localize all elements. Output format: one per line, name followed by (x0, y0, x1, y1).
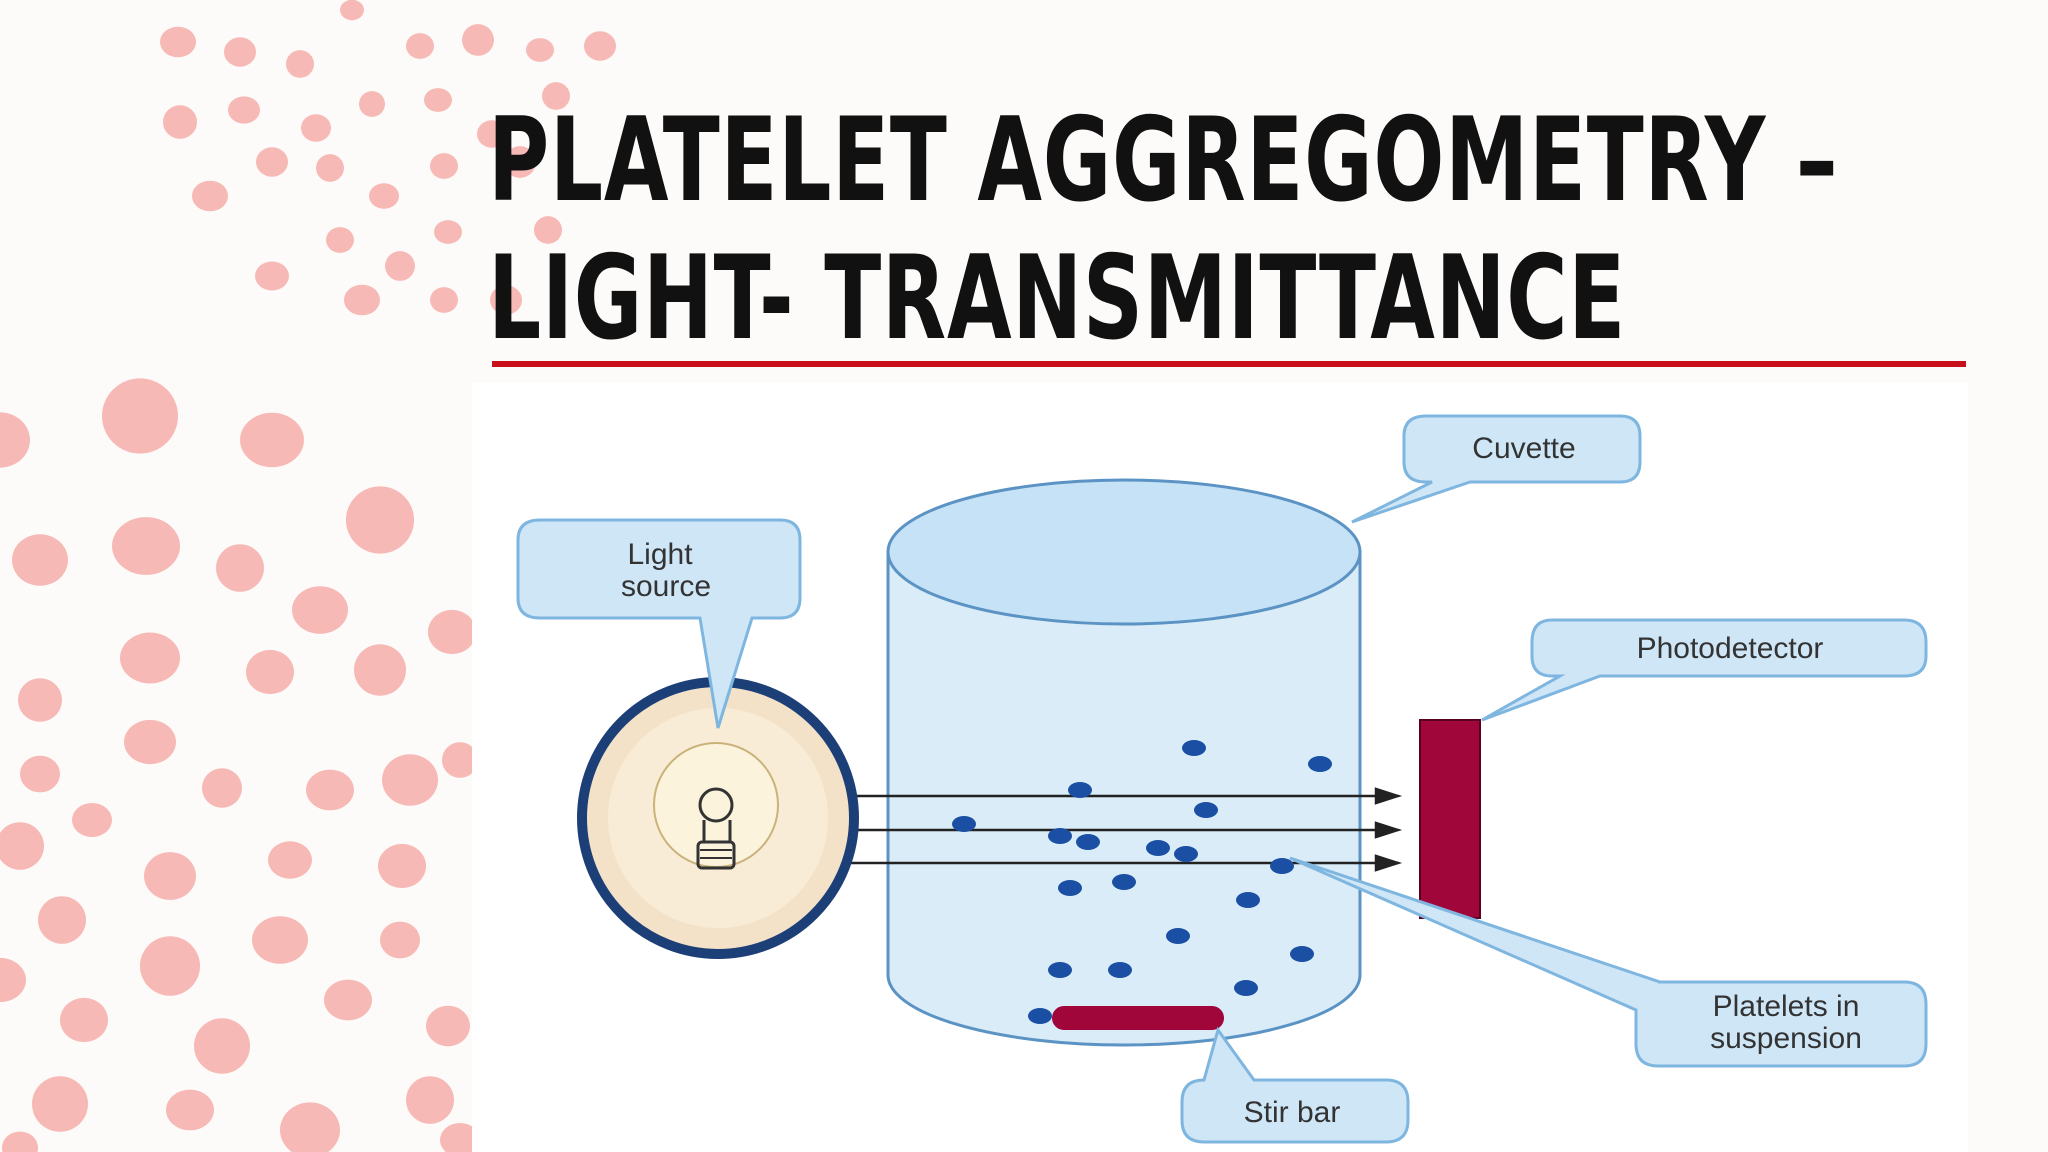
callout-photodetector: Photodetector (1481, 618, 1928, 722)
platelet (952, 816, 976, 832)
light-source-label-line-2: source (621, 570, 711, 603)
platelet (1048, 962, 1072, 978)
photodetector-label: Photodetector (1637, 632, 1824, 665)
platelet (1166, 928, 1190, 944)
photodetector (1419, 719, 1481, 919)
stir-bar (1052, 1006, 1224, 1030)
platelet (1108, 962, 1132, 978)
platelet (1068, 782, 1092, 798)
platelet (1182, 740, 1206, 756)
platelet (1308, 756, 1332, 772)
platelet (1290, 946, 1314, 962)
platelet (1076, 834, 1100, 850)
callout-cuvette: Cuvette (1351, 414, 1642, 524)
platelet (1270, 858, 1294, 874)
platelets-in-suspension (952, 740, 1332, 1024)
platelet (1236, 892, 1260, 908)
callout-platelets: Platelets in suspension (1289, 856, 1928, 1068)
platelet (1058, 880, 1082, 896)
platelets-label-line-2: suspension (1710, 1022, 1862, 1055)
platelet (1194, 802, 1218, 818)
platelet (1048, 828, 1072, 844)
platelet (1028, 1008, 1052, 1024)
platelet (1112, 874, 1136, 890)
platelets-label-line-1: Platelets in (1713, 990, 1860, 1023)
stir-bar-label: Stir bar (1244, 1096, 1341, 1129)
cuvette-label: Cuvette (1472, 432, 1575, 465)
light-source-label-line-1: Light (627, 538, 693, 571)
callout-stir-bar: Stir bar (1180, 1026, 1410, 1144)
platelet (1174, 846, 1198, 862)
title-underline (492, 361, 1966, 367)
platelet (1234, 980, 1258, 996)
callout-light-source: Light source (516, 518, 802, 729)
cuvette (886, 478, 1362, 1047)
light-bulb-icon (577, 677, 859, 959)
slide-title-line-2: LIGHT- TRANSMITTANCE (488, 231, 1627, 366)
platelet (1146, 840, 1170, 856)
